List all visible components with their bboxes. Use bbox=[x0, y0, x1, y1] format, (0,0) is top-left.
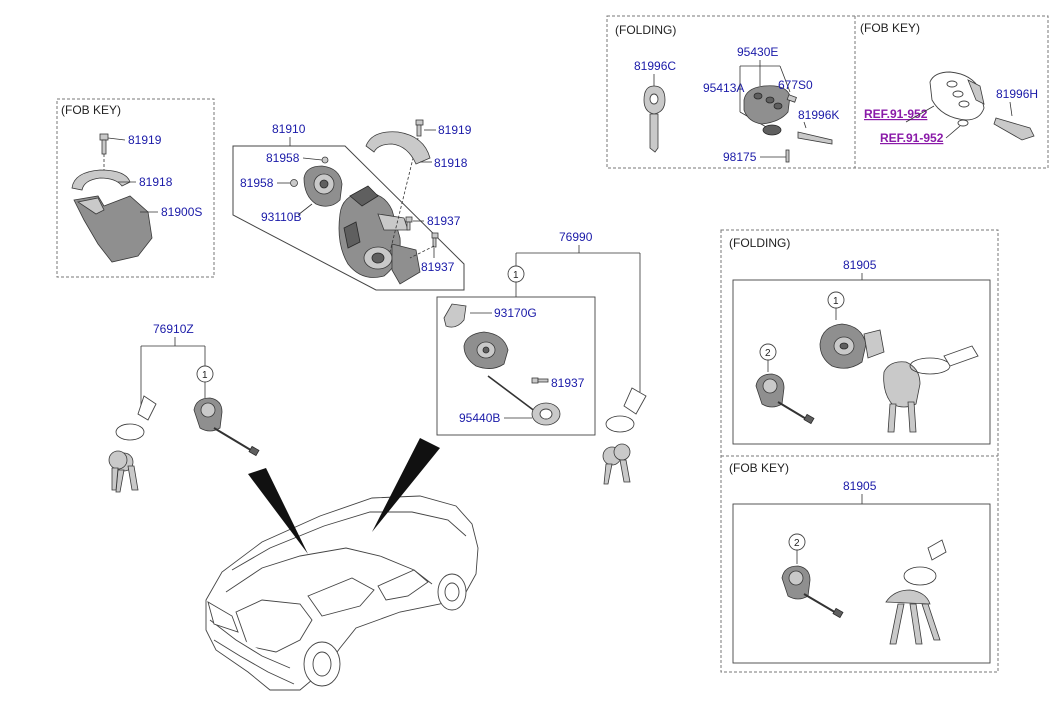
key-blade-icon bbox=[797, 131, 833, 145]
screw-icon bbox=[99, 133, 109, 155]
label-81905-folding[interactable]: 81905 bbox=[843, 258, 877, 272]
screw-icon bbox=[431, 232, 439, 248]
callout-2-folding-text: 2 bbox=[765, 348, 771, 359]
label-81918-col[interactable]: 81918 bbox=[434, 156, 468, 170]
screw-icon bbox=[415, 119, 424, 137]
label-81918-fob[interactable]: 81918 bbox=[139, 175, 173, 189]
label-76990[interactable]: 76990 bbox=[559, 230, 593, 244]
top-key-group: (FOLDING) (FOB KEY) 81996C 95430E 95413A… bbox=[606, 15, 1049, 169]
lock-cylinder-icon bbox=[463, 331, 509, 369]
fob-icon bbox=[743, 85, 791, 125]
screw-icon bbox=[405, 216, 413, 231]
label-81958-a[interactable]: 81958 bbox=[266, 151, 300, 165]
fob-key-left-group: (FOB KEY) 81919 81918 81900S bbox=[56, 98, 215, 278]
lock-cylinder-icon bbox=[781, 565, 844, 619]
connector-icon bbox=[443, 303, 467, 328]
label-95440B[interactable]: 95440B bbox=[459, 411, 500, 425]
screw-icon bbox=[531, 377, 549, 384]
section-fob-key-top: (FOB KEY) bbox=[860, 21, 920, 35]
lock-cylinder-icon bbox=[755, 373, 815, 425]
lock-cylinder-icon bbox=[303, 165, 343, 207]
section-folding-top: (FOLDING) bbox=[615, 23, 676, 37]
key-icon bbox=[108, 395, 157, 493]
pointer-wedge-left bbox=[248, 468, 308, 554]
column-lock-frame bbox=[232, 145, 465, 291]
ring-icon bbox=[531, 402, 561, 426]
label-98175[interactable]: 98175 bbox=[723, 150, 757, 164]
label-93170G[interactable]: 93170G bbox=[494, 306, 537, 320]
key-set-middle-group: 76990 1 93170G 81937 95440B bbox=[436, 230, 647, 485]
folding-key-icon bbox=[883, 345, 979, 433]
label-81996H[interactable]: 81996H bbox=[996, 87, 1038, 101]
ref-91-952-b[interactable]: REF.91-952 bbox=[880, 131, 944, 145]
ignition-cylinder-icon bbox=[819, 323, 885, 369]
label-81937-mid[interactable]: 81937 bbox=[551, 376, 585, 390]
callout-1-middle-text: 1 bbox=[513, 270, 519, 281]
section-fob-key-left: (FOB KEY) bbox=[61, 103, 121, 117]
key-blade-icon bbox=[993, 117, 1035, 141]
lock-cylinder-icon bbox=[193, 397, 260, 457]
smart-key-icon bbox=[929, 71, 985, 121]
label-81919-fob[interactable]: 81919 bbox=[128, 133, 162, 147]
callout-1-right-text: 1 bbox=[833, 296, 839, 307]
label-93110B[interactable]: 93110B bbox=[261, 210, 301, 224]
fob-set-frame bbox=[732, 503, 991, 664]
key-icon bbox=[602, 387, 647, 485]
key-icon bbox=[885, 539, 947, 645]
label-81900S[interactable]: 81900S bbox=[161, 205, 202, 219]
label-81937-a[interactable]: 81937 bbox=[427, 214, 461, 228]
car-icon bbox=[205, 495, 479, 691]
section-folding-right: (FOLDING) bbox=[729, 236, 790, 250]
callout-2-fob-text: 2 bbox=[794, 538, 800, 549]
shroud-icon bbox=[365, 131, 431, 165]
label-95430E[interactable]: 95430E bbox=[737, 45, 778, 59]
label-81919-col[interactable]: 81919 bbox=[438, 123, 472, 137]
label-95413A[interactable]: 95413A bbox=[703, 81, 744, 95]
label-81910[interactable]: 81910 bbox=[272, 122, 306, 136]
label-76910Z[interactable]: 76910Z bbox=[153, 322, 194, 336]
right-lock-frame bbox=[720, 229, 999, 673]
label-677S0[interactable]: 677S0 bbox=[778, 78, 813, 92]
door-lock-left-group: 76910Z 1 bbox=[108, 322, 260, 493]
right-lock-sets-group: (FOLDING) (FOB KEY) 81905 1 2 bbox=[720, 229, 999, 673]
battery-icon bbox=[762, 124, 782, 136]
key-icon bbox=[643, 85, 666, 153]
top-key-frame bbox=[606, 15, 1049, 169]
section-fob-key-right: (FOB KEY) bbox=[729, 461, 789, 475]
label-81905-fob[interactable]: 81905 bbox=[843, 479, 877, 493]
pointer-wedge-right bbox=[372, 438, 440, 532]
fob-key-left-frame bbox=[56, 98, 215, 278]
shroud-icon bbox=[71, 169, 131, 191]
label-81937-b[interactable]: 81937 bbox=[421, 260, 455, 274]
ref-91-952-a[interactable]: REF.91-952 bbox=[864, 107, 928, 121]
label-81996K[interactable]: 81996K bbox=[798, 108, 839, 122]
label-81958-b[interactable]: 81958 bbox=[240, 176, 274, 190]
callout-1-left-text: 1 bbox=[202, 370, 208, 381]
column-lock-group: 81910 81958 81958 93110B 81919 bbox=[232, 119, 472, 291]
ignition-assembly-icon bbox=[338, 185, 421, 285]
label-81996C[interactable]: 81996C bbox=[634, 59, 676, 73]
